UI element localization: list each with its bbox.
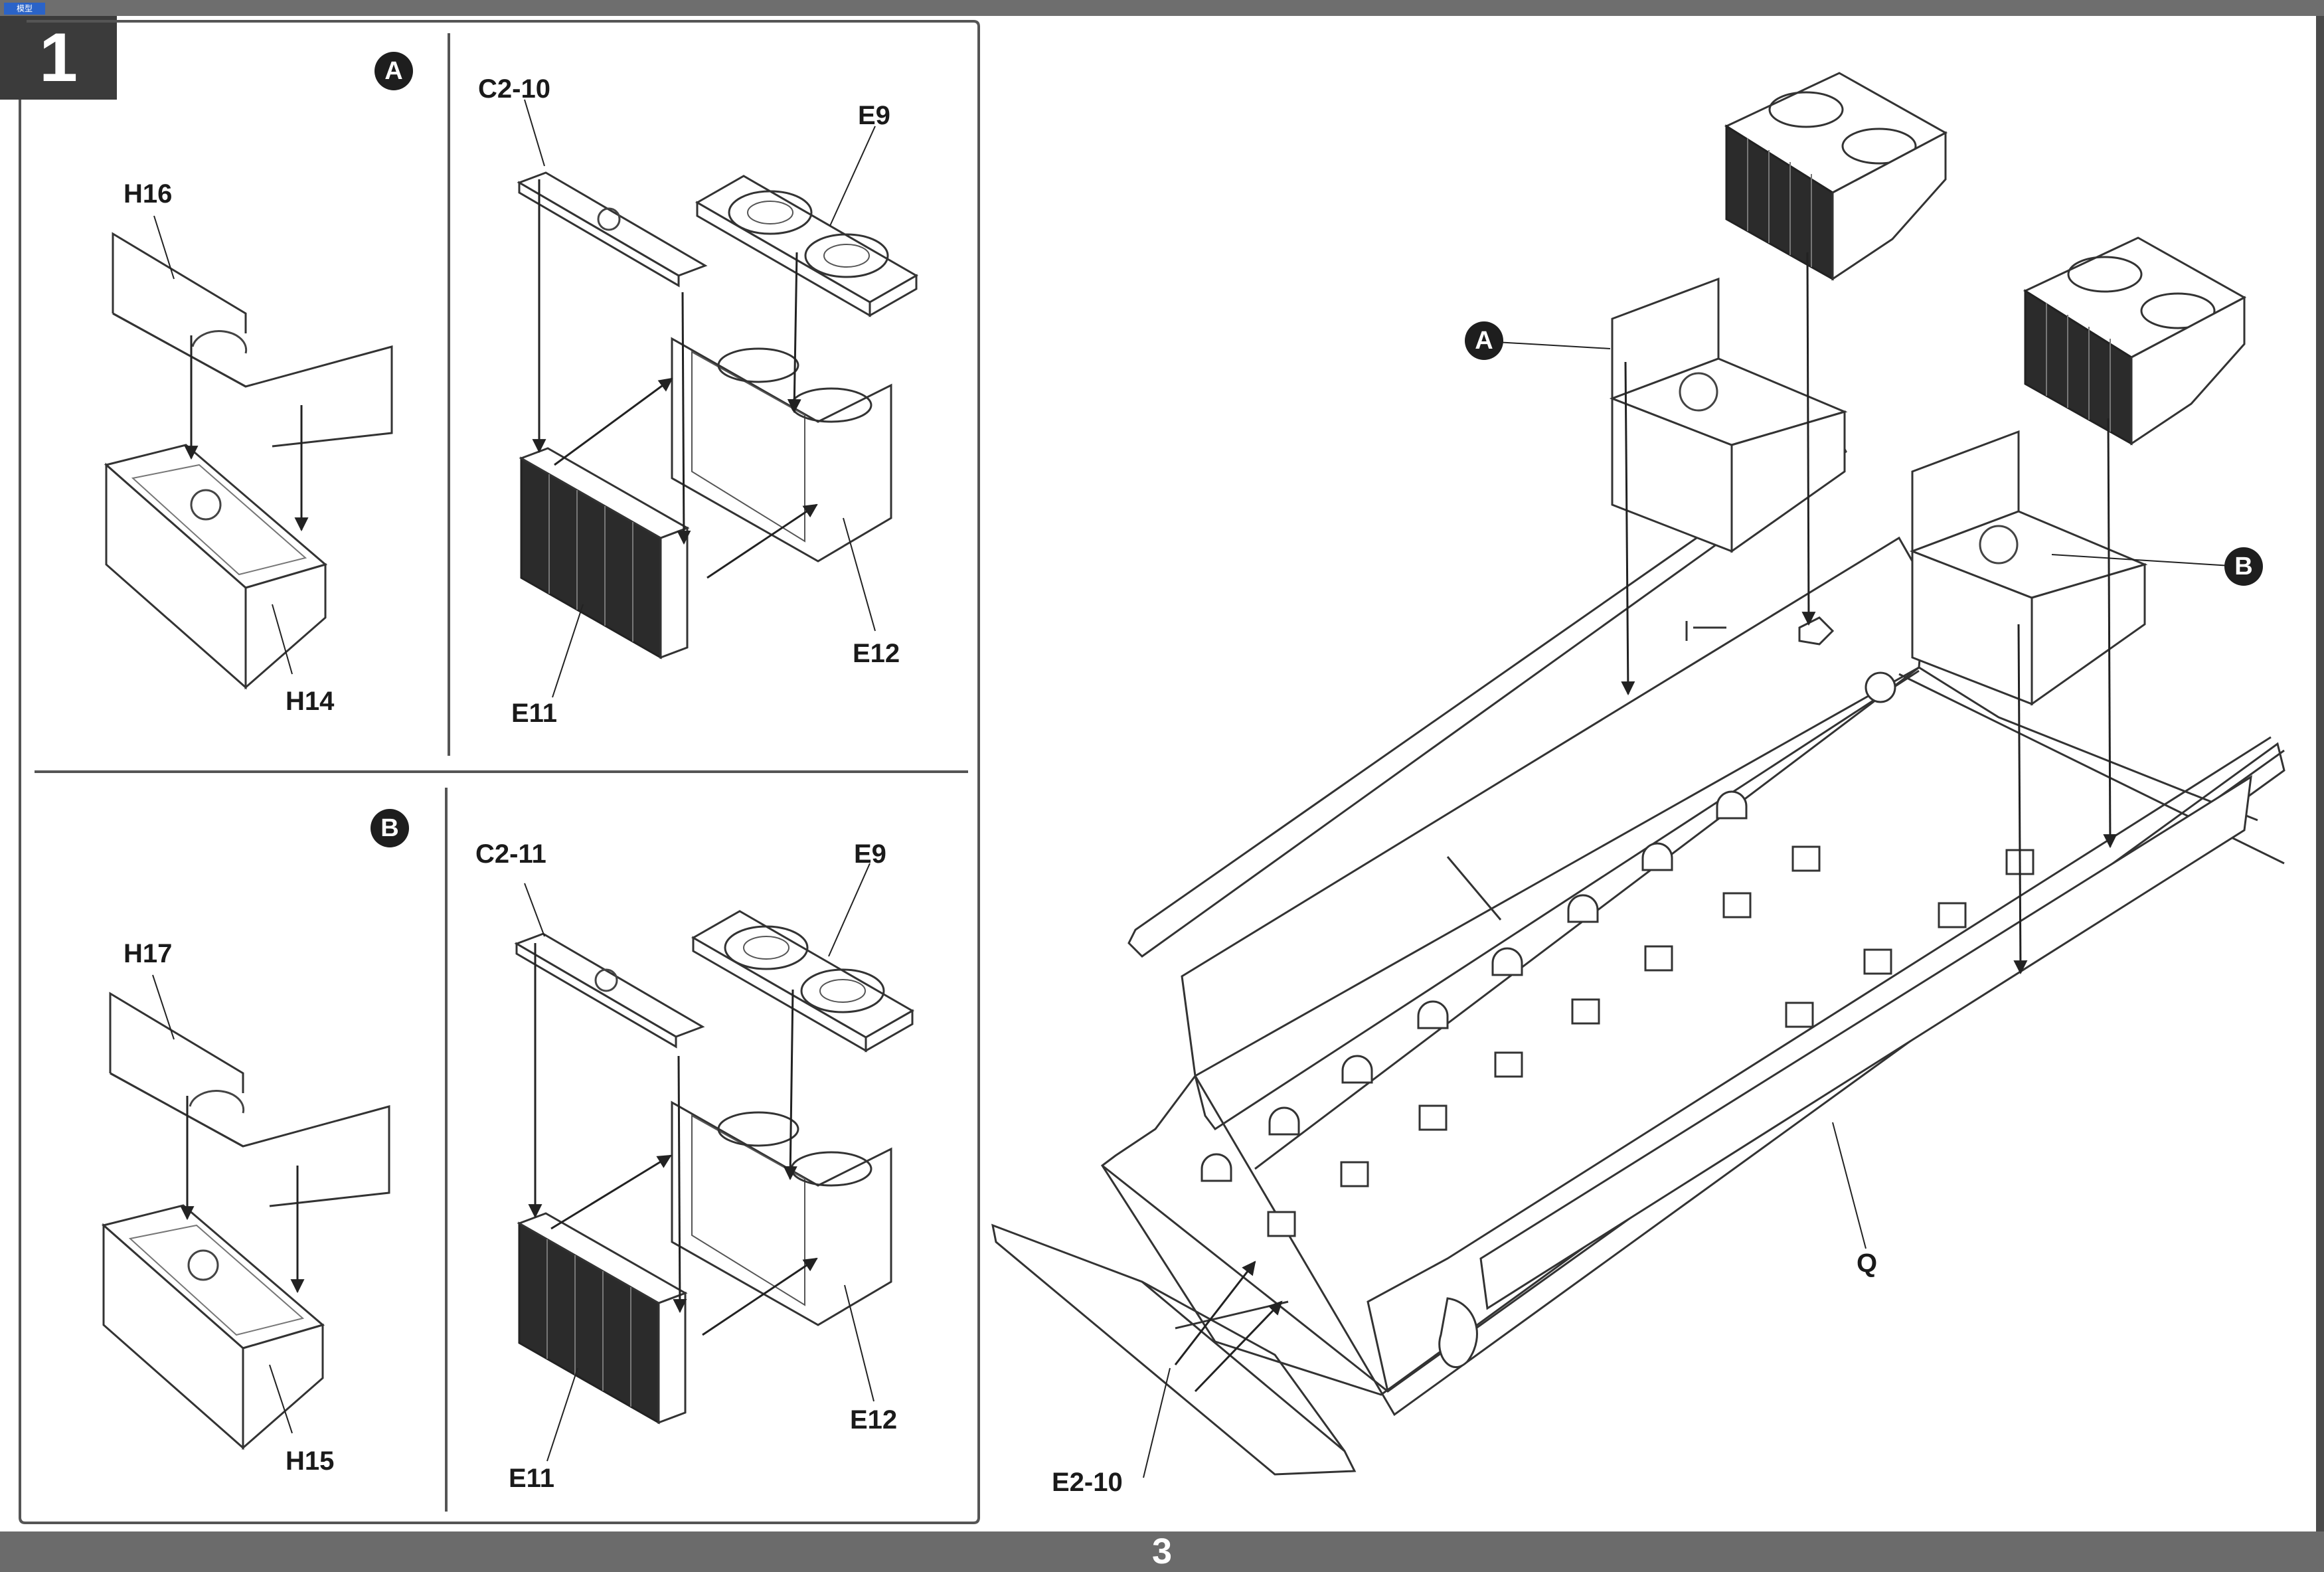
part-label-q: Q — [1857, 1249, 1878, 1278]
main-radiator-b — [1911, 236, 2246, 975]
hull-q — [991, 436, 2285, 1476]
callout-b-badge: B — [371, 809, 409, 847]
part-label-c2-10: C2-10 — [478, 74, 550, 104]
callout-b-badge-main: B — [2224, 547, 2263, 586]
part-label-e12-a: E12 — [853, 639, 900, 668]
subassembly-a-radiator — [518, 99, 918, 698]
subassembly-b-radiator — [515, 863, 914, 1462]
part-label-h14: H14 — [286, 687, 335, 716]
callout-a-badge-main: A — [1465, 321, 1503, 360]
step-panel-frame — [19, 20, 980, 1524]
hull-q-mounts — [1201, 790, 2034, 1237]
part-label-e12-b: E12 — [850, 1405, 898, 1435]
subassembly-a-housing — [105, 215, 393, 689]
part-label-c2-11: C2-11 — [475, 839, 546, 869]
part-label-h17: H17 — [124, 939, 173, 968]
top-bar — [0, 0, 2324, 16]
bottom-bar — [0, 1531, 2324, 1572]
subassembly-b-housing — [102, 974, 390, 1449]
page-number: 3 — [1151, 1531, 1173, 1571]
part-label-e11-a: E11 — [511, 699, 557, 728]
leader-lines-main — [1143, 1122, 1867, 1478]
page-edge-shadow — [2316, 16, 2324, 1531]
callout-a-badge: A — [374, 52, 413, 90]
part-label-h15: H15 — [286, 1446, 335, 1476]
part-label-e11-b: E11 — [509, 1464, 554, 1493]
part-label-h16: H16 — [124, 179, 173, 209]
part-label-e9-a: E9 — [858, 101, 890, 130]
main-radiator-a — [1484, 72, 1947, 696]
part-label-e2-10: E2-10 — [1052, 1468, 1123, 1497]
site-logo: 模型 — [4, 3, 45, 15]
part-label-e9-b: E9 — [854, 839, 886, 869]
step-number: 1 — [0, 16, 117, 100]
